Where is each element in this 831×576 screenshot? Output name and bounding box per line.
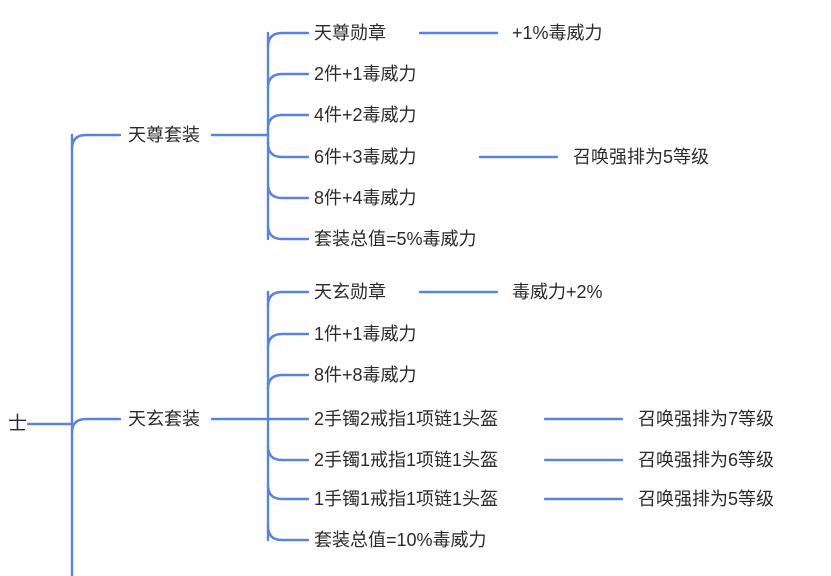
link-label-tianzun-6pc[interactable]: 召唤强排为5等级 (573, 147, 710, 167)
leaf-stub-tianxuan-combo-6 (266, 444, 310, 462)
leaf-stub-tianzun-8pc (266, 182, 310, 200)
leaf-stub-tianxuan-medal (266, 290, 310, 308)
link-label-tianxuan-combo-7[interactable]: 召唤强排为7等级 (638, 409, 775, 429)
link-label-tianxuan-combo-5[interactable]: 召唤强排为5等级 (638, 489, 775, 509)
link-label-tianzun-medal[interactable]: +1%毒威力 (512, 23, 603, 43)
branch-stub-tianxuan (70, 417, 122, 435)
leaf-stub-tianzun-medal (266, 31, 310, 49)
leaf-stub-tianxuan-combo-5 (266, 483, 310, 501)
leaf-label-tianzun-2pc[interactable]: 2件+1毒威力 (314, 64, 417, 84)
leaf-label-tianzun-total[interactable]: 套装总值=5%毒威力 (314, 229, 477, 249)
link-label-tianxuan-medal[interactable]: 毒威力+2% (512, 282, 603, 302)
leaf-stub-tianzun-4pc (266, 113, 310, 131)
leaf-label-tianxuan-8pc[interactable]: 8件+8毒威力 (314, 365, 417, 385)
leaf-stub-tianzun-total (266, 223, 310, 241)
leaf-stub-tianxuan-8pc (266, 373, 310, 391)
leaf-label-tianxuan-combo-5[interactable]: 1手镯1戒指1项链1头盔 (314, 489, 499, 509)
leaf-stub-tianzun-2pc (266, 72, 310, 90)
branch-label-tianzun[interactable]: 天尊套装 (128, 125, 200, 145)
root-node-label[interactable]: 士 (8, 413, 28, 435)
leaf-label-tianxuan-combo-6[interactable]: 2手镯1戒指1项链1头盔 (314, 450, 499, 470)
leaf-label-tianxuan-1pc[interactable]: 1件+1毒威力 (314, 324, 417, 344)
leaf-label-tianxuan-combo-7[interactable]: 2手镯2戒指1项链1头盔 (314, 409, 499, 429)
leaf-stub-tianxuan-1pc (266, 332, 310, 350)
branch-stub-tianzun (70, 133, 122, 151)
leaf-label-tianzun-4pc[interactable]: 4件+2毒威力 (314, 105, 417, 125)
link-label-tianxuan-combo-6[interactable]: 召唤强排为6等级 (638, 450, 775, 470)
leaf-label-tianzun-6pc[interactable]: 6件+3毒威力 (314, 147, 417, 167)
leaf-label-tianxuan-medal[interactable]: 天玄勋章 (314, 282, 386, 302)
leaf-label-tianzun-medal[interactable]: 天尊勋章 (314, 23, 386, 43)
leaf-stub-tianxuan-total (266, 524, 310, 542)
leaf-stub-tianzun-6pc (266, 141, 310, 159)
leaf-label-tianzun-8pc[interactable]: 8件+4毒威力 (314, 188, 417, 208)
branch-label-tianxuan[interactable]: 天玄套装 (128, 409, 200, 429)
leaf-label-tianxuan-total[interactable]: 套装总值=10%毒威力 (314, 530, 487, 550)
